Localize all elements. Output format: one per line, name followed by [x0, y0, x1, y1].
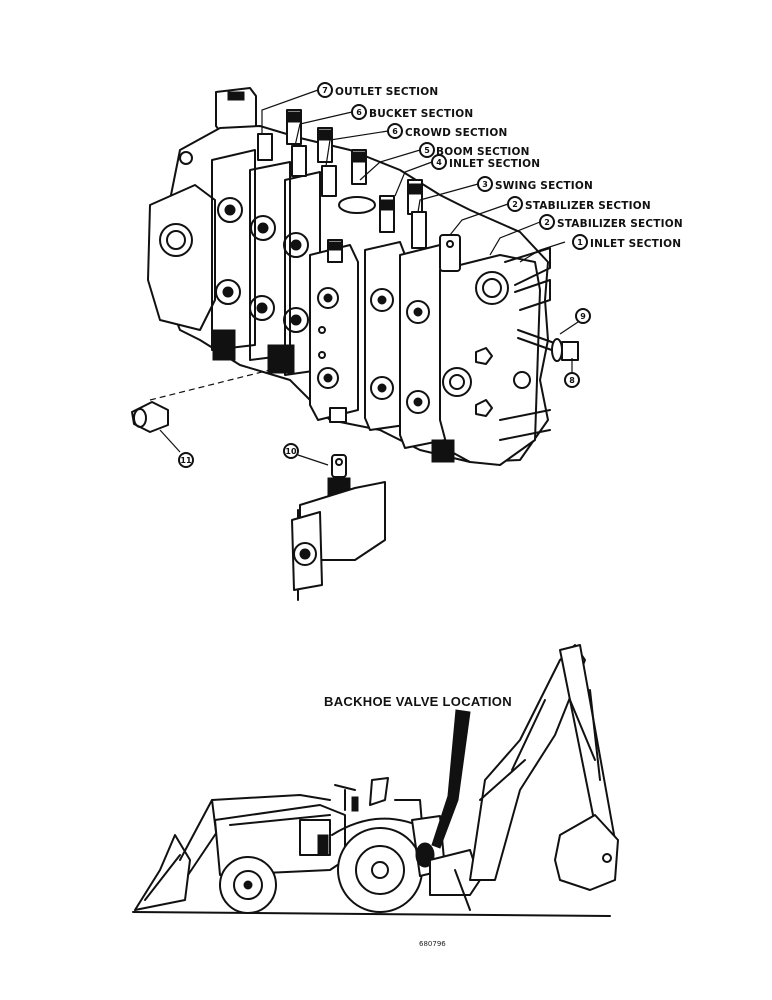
- callout-crowd-section: 6 CROWD SECTION: [387, 123, 508, 139]
- svg-text:3: 3: [482, 180, 488, 189]
- callout-inlet-section-4: 4 INLET SECTION: [431, 154, 540, 170]
- svg-text:5: 5: [424, 146, 430, 155]
- callout-swing-section: 3 SWING SECTION: [477, 176, 593, 192]
- svg-text:4: 4: [436, 158, 442, 167]
- callout-bucket-section: 6 BUCKET SECTION: [351, 104, 473, 120]
- svg-text:INLET SECTION: INLET SECTION: [590, 238, 681, 250]
- svg-text:STABILIZER SECTION: STABILIZER SECTION: [557, 218, 683, 230]
- svg-text:10: 10: [285, 447, 297, 456]
- svg-text:OUTLET SECTION: OUTLET SECTION: [335, 86, 438, 98]
- callout-outlet-section: 7 OUTLET SECTION: [317, 82, 438, 98]
- svg-text:9: 9: [580, 312, 586, 321]
- section-callouts: 7 OUTLET SECTION 6 BUCKET SECTION 6 CROW…: [317, 82, 683, 250]
- svg-text:6: 6: [392, 127, 398, 136]
- svg-text:7: 7: [322, 86, 328, 95]
- location-arrow: [431, 709, 471, 849]
- part-10-relief-valve: 10: [283, 443, 386, 601]
- svg-text:11: 11: [180, 456, 192, 465]
- svg-text:BUCKET SECTION: BUCKET SECTION: [369, 108, 473, 120]
- svg-text:CROWD SECTION: CROWD SECTION: [405, 127, 508, 139]
- callout-inlet-section-1: 1 INLET SECTION: [572, 234, 681, 250]
- figure-reference: 680796: [419, 940, 446, 948]
- callout-boom-section: 5 BOOM SECTION: [419, 142, 530, 158]
- part-8-callout: 8: [564, 358, 580, 388]
- svg-text:STABILIZER SECTION: STABILIZER SECTION: [525, 200, 651, 212]
- svg-text:BOOM SECTION: BOOM SECTION: [436, 146, 530, 158]
- part-11-fitting: 11: [131, 369, 271, 468]
- backhoe-tractor: [132, 644, 619, 917]
- svg-text:8: 8: [569, 376, 575, 385]
- callout-stabilizer-section-a: 2 STABILIZER SECTION: [507, 196, 651, 212]
- callout-leaders: [261, 89, 566, 263]
- part-9-callout: 9: [559, 308, 591, 335]
- svg-text:6: 6: [356, 108, 362, 117]
- backhoe-valve-location-label: BACKHOE VALVE LOCATION: [324, 694, 512, 709]
- callout-stabilizer-section-b: 2 STABILIZER SECTION: [539, 214, 683, 230]
- svg-text:1: 1: [577, 238, 583, 247]
- valve-assembly: [147, 87, 579, 466]
- svg-text:2: 2: [512, 200, 518, 209]
- svg-text:INLET SECTION: INLET SECTION: [449, 158, 540, 170]
- svg-text:2: 2: [544, 218, 550, 227]
- svg-text:SWING SECTION: SWING SECTION: [495, 180, 593, 192]
